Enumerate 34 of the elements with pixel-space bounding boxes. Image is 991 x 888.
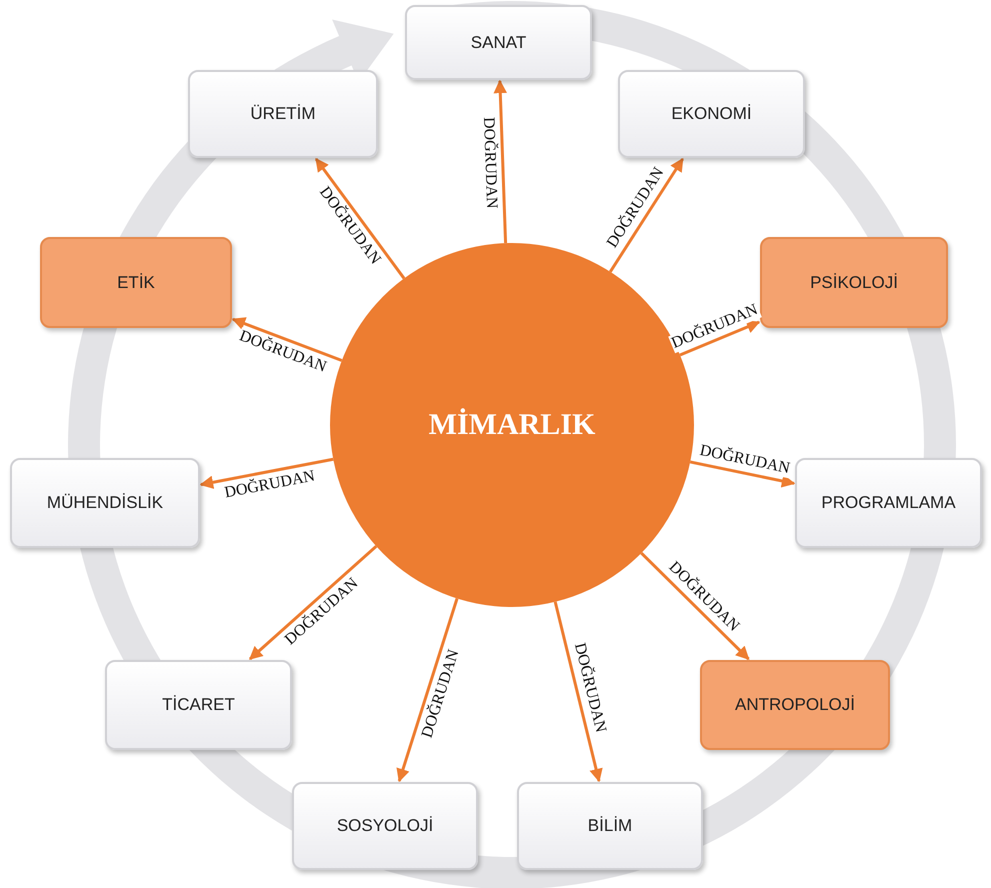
arrow <box>396 598 458 782</box>
topic-box <box>405 5 592 80</box>
highlighted-box <box>40 237 232 328</box>
arrow <box>232 317 342 362</box>
node-label: PROGRAMLAMA <box>821 493 956 513</box>
highlighted-box <box>700 660 890 750</box>
arrow <box>200 458 334 489</box>
node-label: ANTROPOLOJİ <box>735 695 855 715</box>
topic-box <box>188 70 378 158</box>
node-label: EKONOMİ <box>671 104 752 124</box>
node-label: ETİK <box>117 272 155 292</box>
topic-box <box>10 458 200 548</box>
topic-box <box>292 782 478 870</box>
arrow <box>249 545 378 660</box>
arrow <box>609 158 684 273</box>
node-label: MİMARLIK <box>428 408 596 442</box>
highlighted-box <box>760 237 948 328</box>
arrow <box>679 320 760 356</box>
node-label: ÜRETİM <box>250 104 316 124</box>
arrow <box>494 80 508 244</box>
topic-box <box>105 660 292 750</box>
node-label: TİCARET <box>162 695 235 715</box>
arrow <box>314 158 406 280</box>
arrow <box>554 601 603 782</box>
node-label: PSİKOLOJİ <box>810 272 898 292</box>
node-label: BİLİM <box>588 816 632 836</box>
arrow <box>640 552 750 660</box>
topic-box <box>517 782 703 870</box>
node-label: MÜHENDİSLİK <box>46 493 164 513</box>
node-label: SANAT <box>470 32 526 52</box>
node-label: SOSYOLOJİ <box>336 816 434 836</box>
topic-box <box>618 70 805 158</box>
topic-box <box>795 458 982 548</box>
arrow <box>690 460 796 488</box>
